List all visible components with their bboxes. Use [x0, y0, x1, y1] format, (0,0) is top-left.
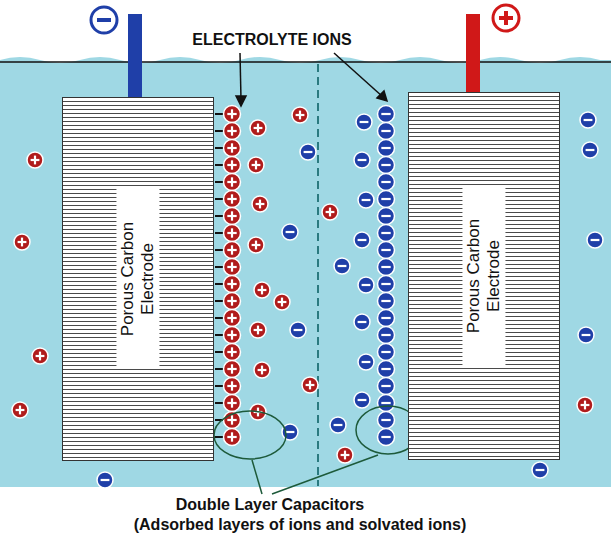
positive-ion — [14, 234, 30, 250]
negative-ion — [580, 112, 596, 128]
positive-terminal — [466, 14, 480, 94]
negative-ion — [378, 106, 395, 123]
negative-ion — [378, 293, 395, 310]
negative-ion — [354, 232, 370, 248]
negative-ion — [378, 361, 395, 378]
negative-ion — [300, 144, 316, 160]
positive-ion — [337, 447, 353, 463]
leader-lines — [236, 53, 387, 106]
electrode-label: Porous Carbon Electrode — [116, 189, 159, 369]
electrode-box: Porous Carbon Electrode — [408, 92, 560, 460]
positive-ion — [250, 322, 266, 338]
surface-line — [0, 61, 611, 63]
negative-ion — [358, 192, 374, 208]
positive-ion — [27, 152, 43, 168]
positive-ion — [224, 310, 241, 327]
positive-ion — [224, 378, 241, 395]
positive-ion — [224, 106, 241, 123]
negative-ion — [290, 322, 306, 338]
negative-ion — [378, 225, 395, 242]
negative-ion — [378, 429, 395, 446]
positive-ion — [32, 348, 48, 364]
negative-ion — [378, 395, 395, 412]
positive-ion — [577, 397, 593, 413]
positive-ion — [224, 293, 241, 310]
electrolyte — [0, 57, 611, 487]
negative-ion — [378, 259, 395, 276]
negative-ion — [356, 114, 372, 130]
separator — [317, 64, 319, 486]
positive-ion — [224, 395, 241, 412]
negative-ion — [282, 224, 298, 240]
ions-label: ELECTROLYTE IONS — [192, 31, 351, 49]
positive-ion — [274, 294, 290, 310]
negative-ion — [378, 344, 395, 361]
negative-ion — [378, 327, 395, 344]
positive-ion — [224, 327, 241, 344]
electrode-label: Porous Carbon Electrode — [462, 186, 505, 366]
negative-ion — [358, 277, 374, 293]
negative-ion — [378, 208, 395, 225]
negative-ion — [378, 174, 395, 191]
positive-ion — [248, 157, 264, 173]
callout-ellipses — [214, 406, 420, 494]
negative-ion — [334, 258, 350, 274]
negative-ion — [532, 462, 548, 478]
negative-ion — [582, 142, 598, 158]
positive-ion — [254, 362, 270, 378]
positive-ion — [250, 120, 266, 136]
negative-ion — [378, 412, 395, 429]
negative-ion — [354, 392, 370, 408]
negative-ion — [330, 417, 346, 433]
negative-ion — [378, 378, 395, 395]
positive-ion — [302, 377, 318, 393]
positive-ion — [254, 282, 270, 298]
negative-ion — [354, 314, 370, 330]
negative-ion — [358, 354, 374, 370]
negative-ion — [378, 242, 395, 259]
positive-ion — [292, 107, 308, 123]
positive-ion — [322, 204, 338, 220]
positive-ion — [224, 174, 241, 191]
negative-ion — [378, 276, 395, 293]
positive-ion — [224, 429, 241, 446]
positive-ion — [224, 242, 241, 259]
positive-ion — [224, 276, 241, 293]
negative-ion — [378, 191, 395, 208]
negative-ion — [97, 472, 113, 488]
negative-ion — [378, 310, 395, 327]
negative-terminal — [128, 14, 142, 100]
positive-ion — [224, 191, 241, 208]
positive-sign — [493, 5, 519, 31]
positive-ion — [224, 225, 241, 242]
positive-ion — [224, 123, 241, 140]
capacitor-note: (Adsorbed layers of ions and solvated io… — [134, 516, 467, 534]
negative-ion — [378, 140, 395, 157]
negative-sign — [91, 7, 117, 33]
negative-ion — [587, 232, 603, 248]
capacitor-label: Double Layer Capacitors — [176, 496, 365, 514]
positive-ion — [224, 361, 241, 378]
positive-ion — [248, 237, 264, 253]
positive-ion — [224, 157, 241, 174]
positive-ion — [12, 402, 28, 418]
positive-ion — [224, 344, 241, 361]
positive-ion — [252, 196, 268, 212]
negative-ion — [354, 152, 370, 168]
negative-ion — [378, 157, 395, 174]
positive-ion — [224, 208, 241, 225]
negative-ion — [578, 327, 594, 343]
negative-ion — [378, 123, 395, 140]
positive-ion — [224, 140, 241, 157]
electrode-box: Porous Carbon Electrode — [62, 97, 214, 461]
positive-ion — [224, 259, 241, 276]
